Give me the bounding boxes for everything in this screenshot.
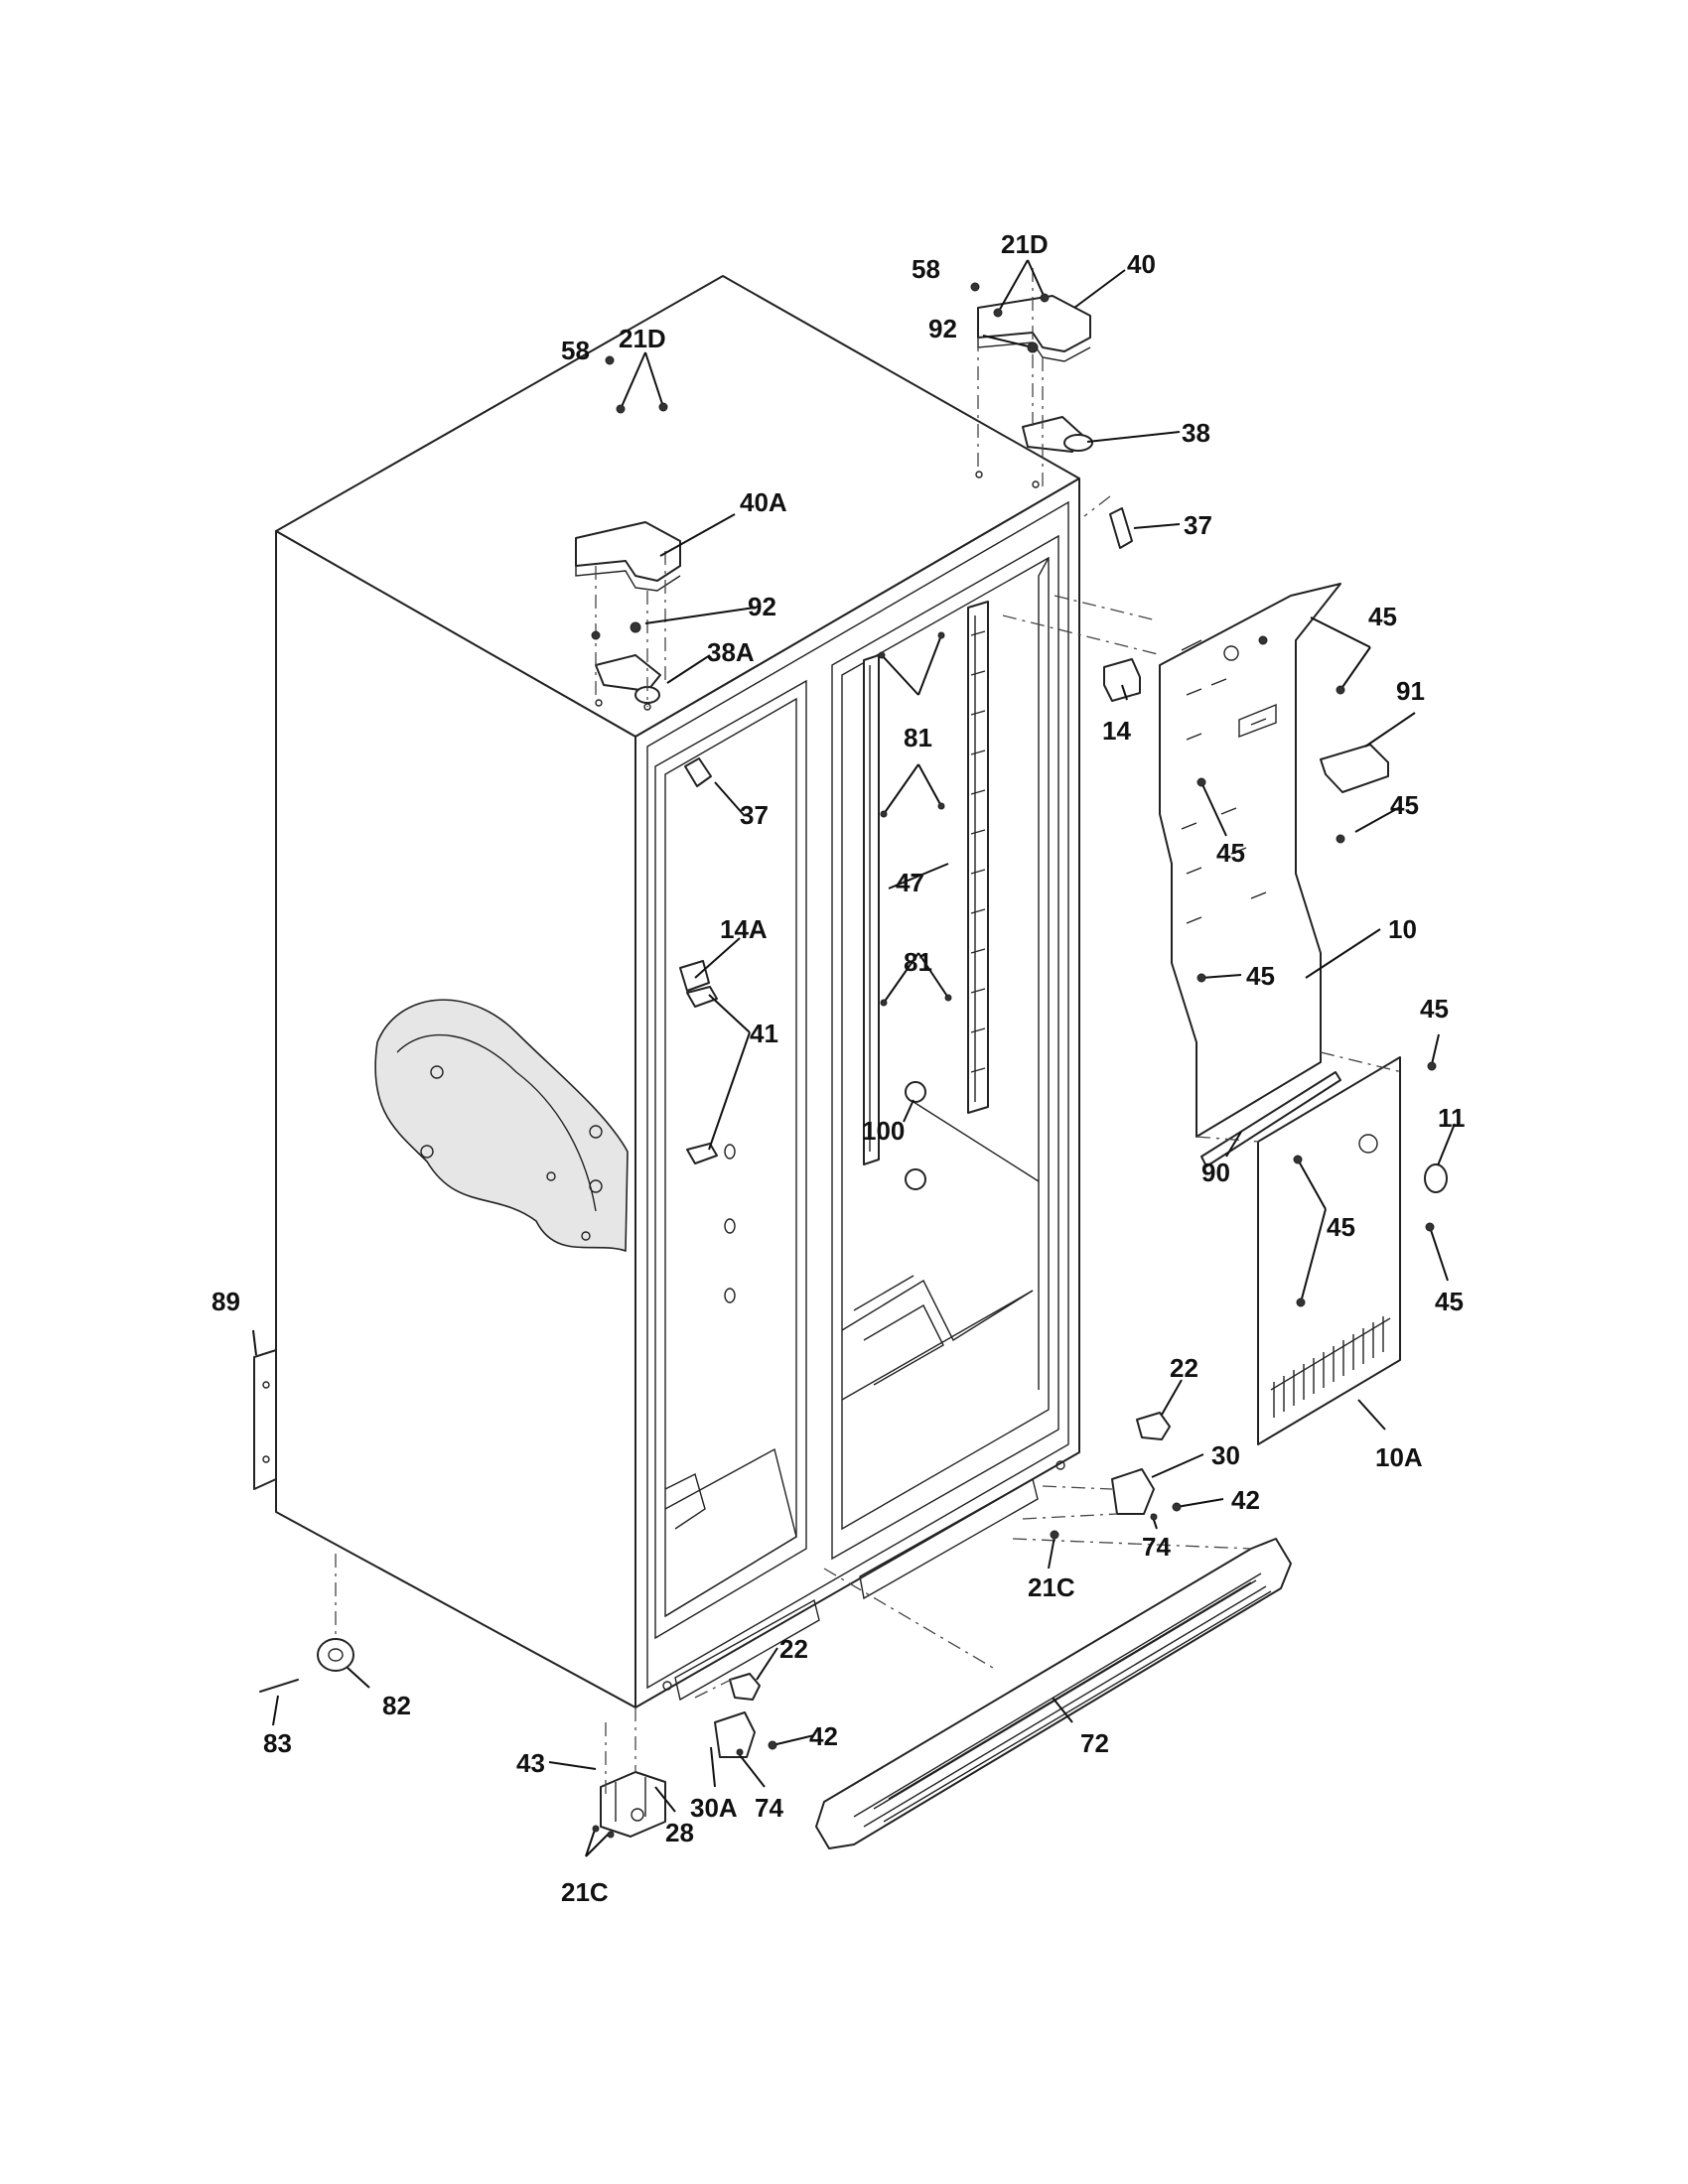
axle-83 [259,1679,299,1693]
callout-21C-bottom: 21C [561,1877,609,1907]
callout-42-left: 42 [809,1721,838,1751]
callout-45-a: 45 [1368,602,1397,631]
callout-21C-mid: 21C [1028,1572,1075,1602]
callout-92-left: 92 [748,592,776,621]
callout-14: 14 [1102,716,1131,746]
callout-22-left: 22 [779,1634,808,1664]
callout-41: 41 [750,1019,778,1048]
roller-82 [317,1638,354,1672]
part-41-upper [686,986,718,1008]
machine-panel-10A [1257,1056,1401,1445]
callout-38A: 38A [707,637,755,667]
callout-89: 89 [211,1287,240,1316]
switch-14A [679,960,710,992]
callout-58-top: 58 [912,254,940,284]
callout-37-top: 37 [1184,510,1212,540]
callout-42-right: 42 [1231,1485,1260,1515]
callout-22-right: 22 [1170,1353,1198,1383]
callout-74-right: 74 [1142,1532,1171,1562]
callout-45-d: 45 [1246,961,1275,991]
callout-81-b: 81 [904,947,932,977]
callout-47: 47 [896,868,924,897]
callout-92-top: 92 [928,314,957,343]
switch-14 [1103,658,1141,702]
callout-21D-top: 21D [1001,229,1049,259]
toe-grille-72 [815,1538,1292,1849]
callout-74-left: 74 [755,1793,783,1823]
callout-37-left: 37 [740,800,769,830]
callout-45-b: 45 [1390,790,1419,820]
callout-90: 90 [1201,1158,1230,1187]
hinge-38A [595,654,661,692]
hinge-30A [714,1711,756,1758]
callout-10: 10 [1388,914,1417,944]
hinge-30 [1111,1468,1155,1515]
rear-panel-10 [1159,583,1341,1138]
callout-45-e: 45 [1420,994,1449,1024]
callout-58-left: 58 [561,336,590,365]
strip-90 [1200,1071,1341,1167]
bumper-37-left [684,757,712,787]
callout-43: 43 [516,1748,545,1778]
part-100-upper [905,1081,926,1103]
callout-82: 82 [382,1691,411,1720]
leveling-bracket-43 [600,1771,666,1838]
callout-91: 91 [1396,676,1425,706]
callout-30A: 30A [690,1793,738,1823]
callout-45-f: 45 [1327,1212,1355,1242]
callout-100: 100 [862,1116,905,1146]
leader-lines [252,259,1456,1857]
callout-28: 28 [665,1818,694,1847]
hinge-cover-40A [575,521,681,582]
callout-10A: 10A [1375,1442,1423,1472]
bumper-37-top [1109,507,1133,549]
cam-22-right [1136,1412,1171,1440]
shelf-ladders [863,601,989,1165]
callout-14A: 14A [720,914,768,944]
callout-38: 38 [1182,418,1210,448]
callout-83: 83 [263,1728,292,1758]
bracket-91 [1320,744,1389,793]
callout-72: 72 [1080,1728,1109,1758]
callout-21D-left: 21D [619,324,666,353]
callout-45-c: 45 [1216,838,1245,868]
callout-40A: 40A [740,487,787,517]
part-100-lower [905,1168,926,1190]
callout-30: 30 [1211,1440,1240,1470]
callout-45-g: 45 [1435,1287,1464,1316]
cabinet [253,275,1080,1708]
cam-22-left [729,1673,761,1701]
callout-40: 40 [1127,249,1156,279]
callout-81-a: 81 [904,723,932,752]
fasteners [591,282,1437,1839]
callout-11: 11 [1438,1103,1466,1133]
plug-11 [1424,1163,1448,1193]
hinge-cover-40 [977,295,1091,352]
callout-labels: 21D 58 40 92 38 37 58 21D 40A 92 38A 45 … [211,229,1466,1907]
